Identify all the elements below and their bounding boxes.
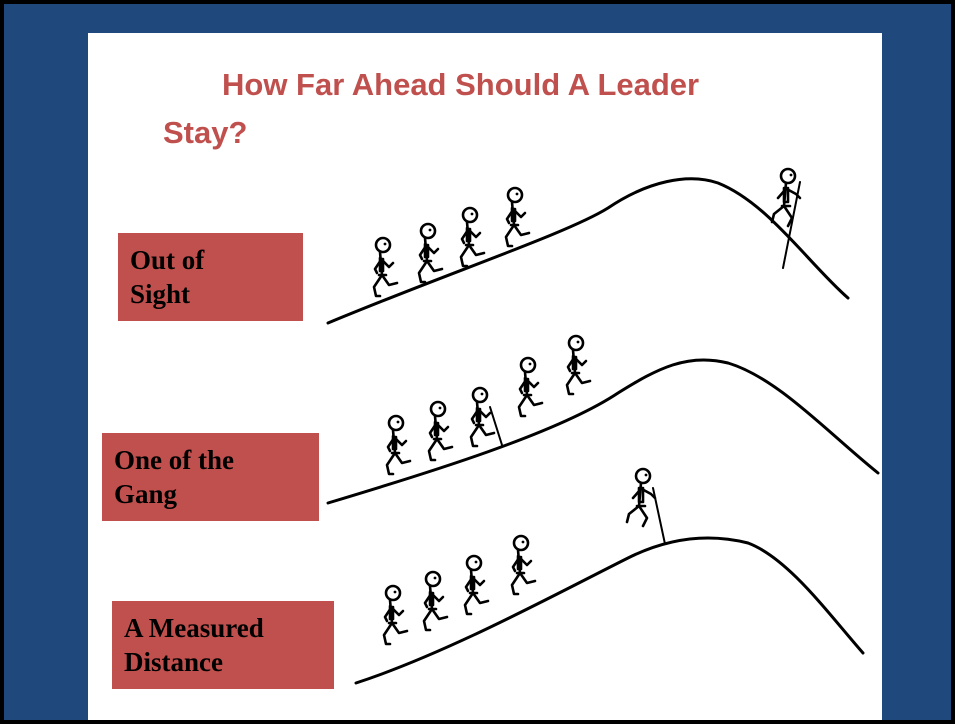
walker-icon	[427, 400, 454, 462]
walker-icon	[565, 334, 592, 396]
label-a-measured-distance: A Measured Distance	[112, 601, 334, 689]
walker-icon	[385, 414, 412, 476]
walker-icon	[463, 554, 490, 616]
walker-icon	[510, 534, 537, 596]
content-panel: How Far Ahead Should A Leader Stay?	[88, 33, 882, 720]
hill-line-3	[354, 536, 865, 685]
hiking-illustration	[326, 167, 880, 685]
leader-with-staff-icon	[625, 467, 666, 545]
label-out-of-sight: Out of Sight	[118, 233, 303, 321]
walker-icon	[382, 584, 409, 646]
walker-icon	[504, 186, 531, 248]
slide-title-line-2: Stay?	[163, 115, 248, 150]
slide: How Far Ahead Should A Leader Stay?	[4, 4, 951, 720]
walker-icon	[372, 236, 399, 298]
hill-line-1	[326, 177, 850, 325]
label-line-2: Sight	[130, 279, 191, 309]
label-line-2: Distance	[124, 647, 223, 677]
walker-icon	[422, 570, 449, 632]
slide-title-line-1: How Far Ahead Should A Leader	[222, 67, 700, 102]
label-line-1: A Measured	[124, 613, 264, 643]
label-line-2: Gang	[114, 479, 178, 509]
label-line-1: Out of	[130, 245, 205, 275]
walker-icon	[517, 356, 544, 418]
leader-with-staff-icon	[469, 386, 503, 448]
label-one-of-the-gang: One of the Gang	[102, 433, 319, 521]
leader-with-staff-icon	[770, 167, 802, 269]
walker-icon	[459, 206, 486, 268]
label-line-1: One of the	[114, 445, 234, 475]
hill-line-2	[326, 358, 880, 505]
walker-icon	[417, 222, 444, 284]
